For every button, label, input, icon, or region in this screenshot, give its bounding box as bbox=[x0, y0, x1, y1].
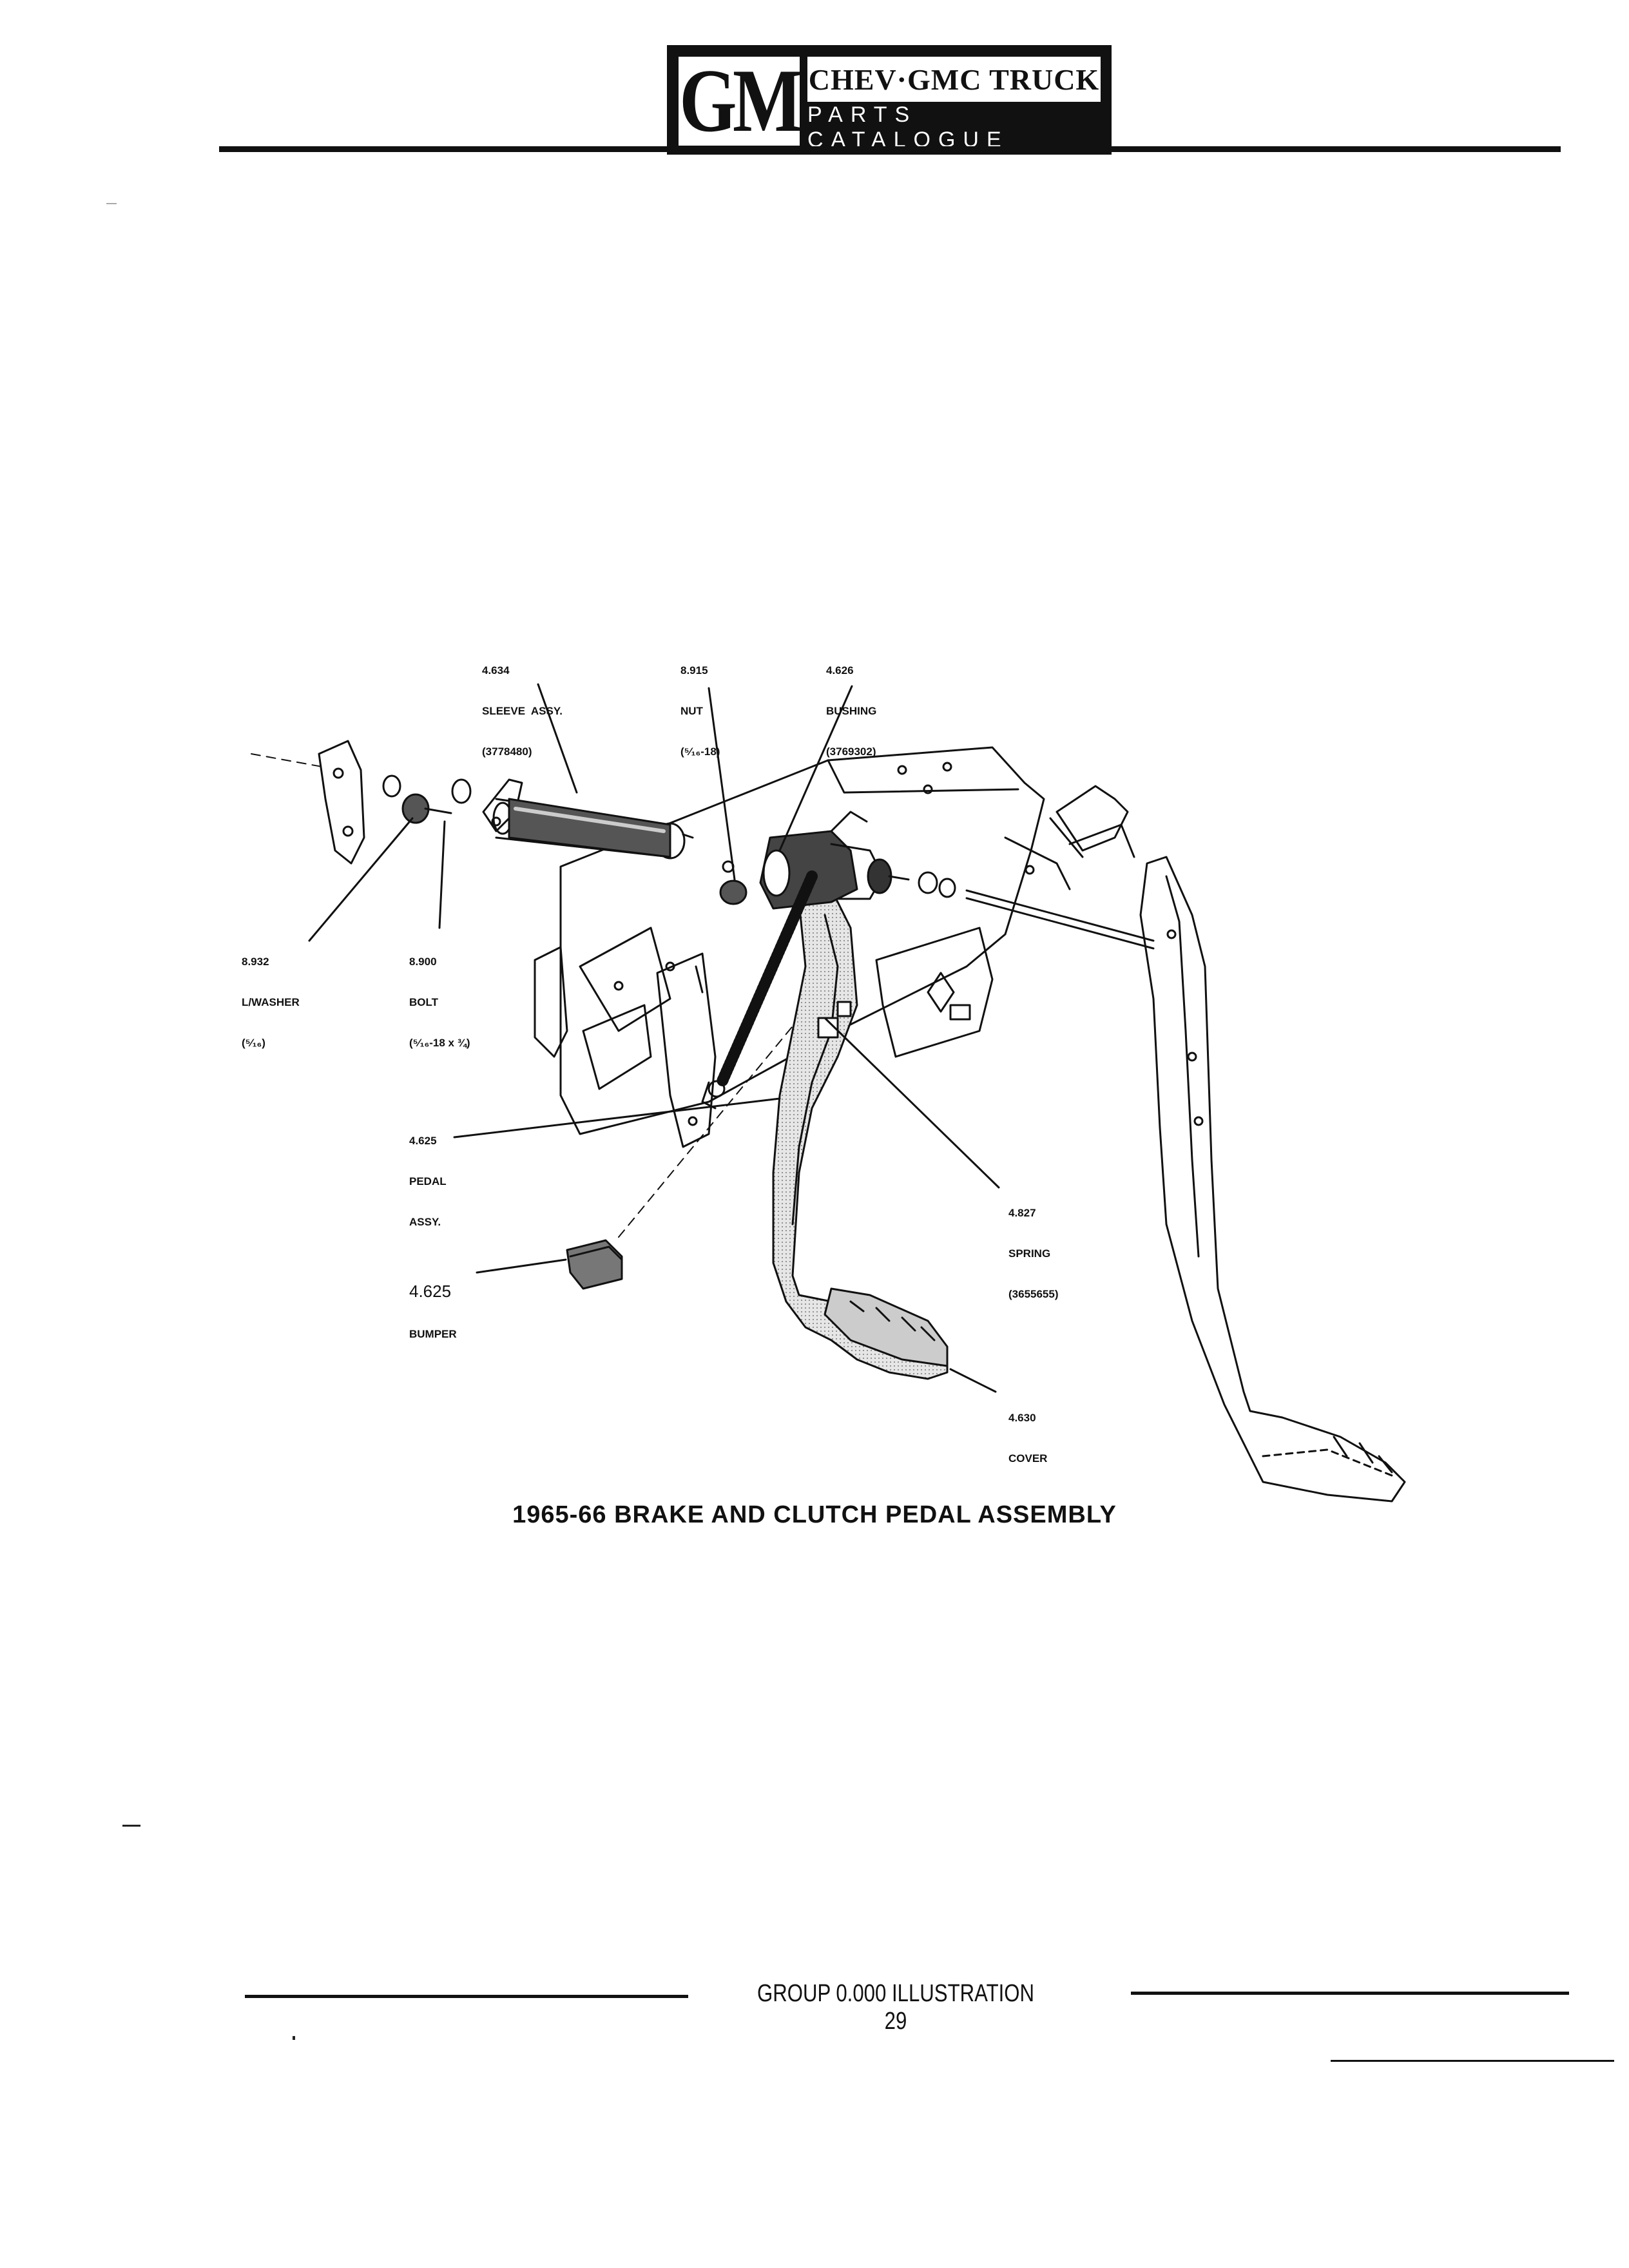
brake-pedal-cover bbox=[824, 1287, 949, 1367]
callout-lwasher-number: 8.932 bbox=[242, 956, 269, 968]
right-bracket bbox=[1025, 785, 1135, 875]
callout-sleeve-number: 4.634 bbox=[482, 664, 510, 677]
callout-nut: 8.915 NUT (⁵⁄₁₆-18) bbox=[680, 637, 720, 772]
leader-pedal bbox=[453, 1097, 781, 1139]
callout-spring-part: (3655655) bbox=[1008, 1288, 1059, 1300]
scan-mark bbox=[293, 2036, 295, 2040]
sleeve-assembly bbox=[482, 778, 694, 860]
callout-bumper-name: BUMPER bbox=[409, 1328, 457, 1340]
callout-spring: 4.827 SPRING (3655655) bbox=[1008, 1179, 1059, 1314]
catalogue-header-badge: GM CHEV·GMC TRUCK PARTS CATALOGUE bbox=[667, 45, 1112, 155]
callout-bushing: 4.626 BUSHING (3769302) bbox=[826, 637, 876, 772]
callout-spring-name: SPRING bbox=[1008, 1247, 1051, 1260]
callout-spring-number: 4.827 bbox=[1008, 1207, 1036, 1219]
header-rule bbox=[219, 146, 1561, 152]
center-line-left bbox=[251, 753, 323, 767]
callout-nut-name: NUT bbox=[680, 705, 703, 717]
callout-cover: 4.630 COVER bbox=[1008, 1384, 1047, 1479]
header-title: CHEV·GMC TRUCK bbox=[808, 62, 1100, 96]
callout-nut-part: (⁵⁄₁₆-18) bbox=[680, 745, 720, 758]
scan-mark bbox=[106, 203, 117, 204]
leader-bushing bbox=[778, 685, 853, 852]
callout-bumper-number: 4.625 bbox=[409, 1282, 452, 1301]
footer-rule-lower bbox=[1331, 2060, 1614, 2062]
leader-bolt bbox=[438, 820, 446, 929]
pedal-support-bracket bbox=[534, 746, 1071, 1148]
leader-lwasher bbox=[308, 817, 414, 942]
leader-spring bbox=[824, 1017, 1000, 1189]
callout-pedal-number: 4.625 bbox=[409, 1135, 437, 1147]
callout-bushing-name: BUSHING bbox=[826, 705, 877, 717]
callout-nut-number: 8.915 bbox=[680, 664, 708, 677]
callout-bolt-part: (⁵⁄₁₆-18 x ¾) bbox=[409, 1037, 470, 1049]
callout-pedal-name: PEDAL bbox=[409, 1175, 447, 1187]
pedal-bumper bbox=[566, 1239, 623, 1290]
callout-lwasher: 8.932 L/WASHER (⁵⁄₁₆) bbox=[242, 928, 300, 1063]
callout-sleeve-part: (3778480) bbox=[482, 745, 532, 758]
bolt bbox=[401, 778, 472, 824]
callout-sleeve-name: SLEEVE ASSY. bbox=[482, 705, 563, 717]
callout-lwasher-part: (⁵⁄₁₆) bbox=[242, 1037, 265, 1049]
callout-lwasher-name: L/WASHER bbox=[242, 996, 300, 1008]
header-title-box: CHEV·GMC TRUCK bbox=[807, 57, 1101, 102]
callout-pedal-part: ASSY. bbox=[409, 1216, 441, 1228]
clutch-pedal bbox=[1139, 856, 1406, 1503]
callout-cover-number: 4.630 bbox=[1008, 1412, 1036, 1424]
footer-rule-right bbox=[1131, 1992, 1569, 1995]
bushing bbox=[759, 811, 910, 910]
leader-bumper bbox=[476, 1258, 567, 1274]
callout-bushing-number: 4.626 bbox=[826, 664, 854, 677]
callout-bolt-name: BOLT bbox=[409, 996, 439, 1008]
gm-logo-text: GM bbox=[679, 51, 803, 151]
illustration-caption: 1965-66 BRAKE AND CLUTCH PEDAL ASSEMBLY bbox=[512, 1501, 1117, 1528]
leader-nut bbox=[708, 687, 736, 881]
callout-bolt: 8.900 BOLT (⁵⁄₁₆-18 x ¾) bbox=[409, 928, 470, 1063]
callout-bolt-number: 8.900 bbox=[409, 956, 437, 968]
footer-group-label: GROUP 0.000 ILLUSTRATION 29 bbox=[757, 1980, 1035, 2035]
callout-pedal-assy: 4.625 PEDAL ASSY. bbox=[409, 1107, 447, 1242]
left-mounting-bracket bbox=[318, 740, 401, 865]
leader-sleeve bbox=[537, 683, 578, 794]
scan-mark bbox=[122, 1825, 140, 1827]
callout-cover-name: COVER bbox=[1008, 1452, 1048, 1465]
callout-bumper: 4.625 BUMPER bbox=[409, 1255, 457, 1354]
footer-rule-left bbox=[245, 1995, 688, 1998]
callout-bushing-part: (3769302) bbox=[826, 745, 876, 758]
cross-rod bbox=[918, 871, 1155, 950]
leader-lines bbox=[308, 683, 1000, 1393]
leader-cover bbox=[949, 1368, 997, 1393]
gm-logo: GM bbox=[679, 51, 803, 151]
callout-sleeve-assy: 4.634 SLEEVE ASSY. (3778480) bbox=[482, 637, 563, 772]
